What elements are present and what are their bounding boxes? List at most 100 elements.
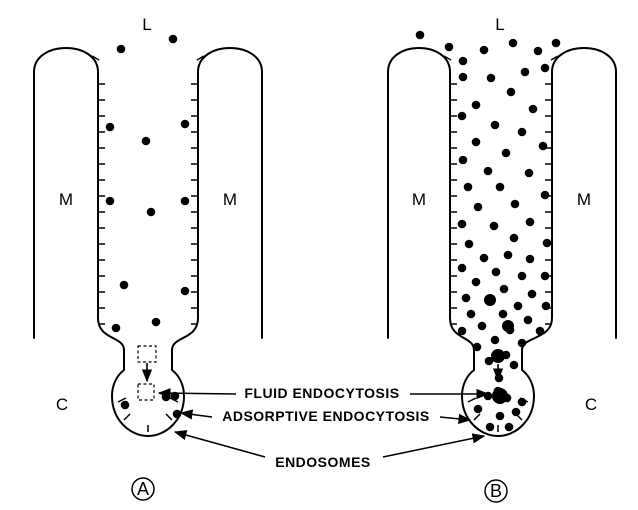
tracer-particle — [147, 208, 156, 217]
tracer-particle — [106, 123, 115, 132]
tracer-particle — [518, 398, 527, 407]
tracer-particle — [500, 285, 509, 294]
panel-b-tracer-particles — [416, 31, 561, 432]
tracer-particle — [173, 410, 182, 419]
panel-a-cytoplasm-label: C — [56, 395, 68, 414]
tracer-particle — [169, 35, 178, 44]
tracer-particle — [541, 64, 550, 73]
tracer-particle — [112, 324, 121, 333]
tracer-particle — [445, 43, 454, 52]
tracer-particle — [496, 412, 505, 421]
tracer-particle — [458, 112, 467, 121]
panel-a-membrane-outline — [34, 48, 262, 436]
tracer-particle — [490, 222, 499, 231]
tracer-particle — [181, 120, 190, 129]
panel-a-pit-upper — [138, 346, 156, 362]
tracer-particle — [480, 46, 489, 55]
tracer-particle — [496, 183, 505, 192]
tracer-particle-cluster — [491, 349, 505, 363]
tracer-particle — [121, 401, 130, 410]
tracer-particle — [480, 254, 489, 263]
panel-a: L M M C A — [34, 15, 262, 500]
tracer-particle — [142, 137, 151, 146]
tracer-particle — [120, 281, 129, 290]
tracer-particle — [162, 393, 171, 402]
tracer-particle — [467, 310, 476, 319]
tracer-particle — [472, 138, 481, 147]
tracer-particle — [465, 240, 474, 249]
tracer-particle — [152, 318, 161, 327]
tracer-particle — [509, 39, 518, 48]
panel-a-microvilli — [92, 56, 204, 432]
panel-a-letter: A — [137, 479, 149, 499]
tracer-particle — [534, 47, 543, 56]
tracer-particle — [526, 255, 535, 264]
tracer-particle — [459, 73, 468, 82]
tracer-particle — [474, 203, 483, 212]
tracer-particle-cluster — [502, 320, 514, 332]
panel-a-right-cell-label: M — [223, 190, 237, 209]
tracer-particle — [486, 423, 495, 432]
tracer-particle — [541, 272, 550, 281]
tracer-particle — [484, 167, 493, 176]
tracer-particle — [487, 74, 496, 83]
tracer-particle — [505, 423, 514, 432]
tracer-particle — [472, 278, 481, 287]
panel-b-letter: B — [490, 481, 502, 501]
tracer-particle — [472, 101, 481, 110]
tracer-particle — [491, 121, 500, 130]
adsorptive-endocytosis-label: ADSORPTIVE ENDOCYTOSIS — [222, 408, 430, 424]
tracer-particle — [511, 200, 520, 209]
panel-b-right-cell-label: M — [577, 190, 591, 209]
tracer-particle — [525, 169, 534, 178]
tracer-particle — [510, 361, 519, 370]
tracer-particle — [514, 302, 523, 311]
tracer-particle — [459, 57, 468, 66]
tracer-particle — [507, 88, 516, 97]
tracer-particle — [502, 149, 511, 158]
tracer-particle — [181, 197, 190, 206]
tracer-particle — [518, 339, 527, 348]
tracer-particle — [504, 251, 513, 260]
tracer-particle — [458, 220, 467, 229]
tracer-particle — [518, 272, 527, 281]
tracer-particle-cluster — [492, 388, 508, 404]
tracer-particle — [473, 343, 482, 352]
microvillus — [474, 414, 480, 420]
panel-b: L M M C B — [388, 15, 616, 502]
tracer-particle — [541, 191, 550, 200]
tracer-particle — [492, 268, 501, 277]
tracer-particle — [458, 327, 467, 336]
tracer-particle — [521, 68, 530, 77]
panel-b-cytoplasm-label: C — [585, 395, 597, 414]
fluid-endocytosis-label: FLUID ENDOCYTOSIS — [244, 385, 399, 401]
endosomes-arrow-right — [383, 436, 484, 457]
tracer-particle — [510, 234, 519, 243]
tracer-particle — [106, 197, 115, 206]
tracer-particle — [512, 408, 521, 417]
endosomes-label: ENDOSOMES — [275, 454, 371, 470]
tracer-particle — [539, 142, 548, 151]
panel-b-left-cell-label: M — [412, 190, 426, 209]
microvillus — [124, 414, 130, 420]
panel-a-tracer-particles — [106, 35, 190, 419]
microvillus — [468, 398, 476, 402]
fluid-endocytosis-arrow-left — [159, 393, 236, 394]
tracer-particle — [495, 374, 504, 383]
tracer-particle-cluster — [484, 294, 496, 306]
tracer-particle — [518, 128, 527, 137]
tracer-particle — [526, 218, 535, 227]
tracer-particle — [484, 392, 493, 401]
tracer-particle — [117, 45, 126, 54]
tracer-particle — [529, 105, 538, 114]
adsorptive-endocytosis-arrow-right — [440, 417, 470, 420]
tracer-particle — [552, 39, 561, 48]
tracer-particle — [543, 239, 552, 248]
tracer-particle — [524, 316, 533, 325]
microvillus — [166, 414, 172, 420]
tracer-particle — [528, 290, 537, 299]
tracer-particle — [462, 294, 471, 303]
tracer-particle — [478, 322, 487, 331]
endosomes-arrow-left — [175, 432, 265, 457]
